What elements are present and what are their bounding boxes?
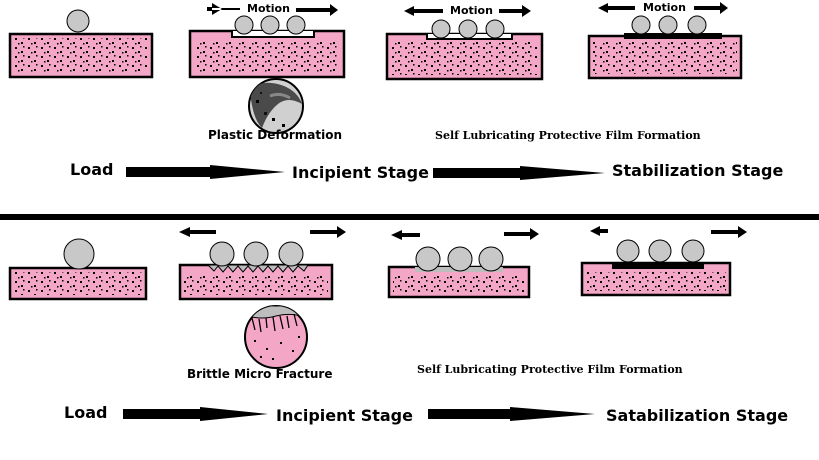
ball [243, 241, 269, 267]
substrate-block [8, 32, 154, 79]
bottom-stage-4 [580, 226, 747, 297]
motion-arrow-right [296, 4, 338, 16]
ball [681, 239, 705, 263]
top-load-label: Load [70, 160, 114, 179]
flow-arrow [433, 166, 605, 180]
top-incipient-label: Incipient Stage [292, 163, 429, 182]
plastic-deformation-caption: Plastic Deformation [208, 128, 343, 142]
ball [278, 241, 304, 267]
fracture-zone [206, 264, 309, 273]
substrate-block [385, 32, 544, 81]
motion-arrow-left [207, 3, 240, 15]
protective-film [624, 33, 722, 39]
motion-arrow-left [590, 226, 608, 236]
substrate-block [178, 263, 334, 301]
plastic-deformation-inset [248, 78, 304, 134]
ball [648, 239, 672, 263]
ball [631, 15, 651, 35]
motion-arrow-right [310, 226, 346, 238]
ball [658, 15, 678, 35]
flow-arrow [126, 165, 285, 179]
substrate-block [8, 266, 148, 301]
top-stage-1 [8, 9, 154, 79]
bottom-stabilization-label: Satabilization Stage [606, 406, 789, 425]
bottom-stage-3 [387, 228, 539, 299]
flow-arrow [428, 407, 595, 421]
protective-film [612, 262, 704, 269]
top-stabilization-label: Stabilization Stage [612, 161, 784, 180]
ball [415, 246, 441, 272]
ball [478, 246, 504, 272]
motion-arrow-right [694, 2, 728, 14]
top-film-caption: Self Lubricating Protective Film Formati… [435, 129, 701, 142]
groove-outline [231, 31, 315, 38]
ball [209, 241, 235, 267]
ball [616, 239, 640, 263]
motion-arrow-right [711, 226, 747, 238]
ball [66, 9, 90, 33]
motion-arrow-left [179, 227, 216, 237]
brittle-fracture-caption: Brittle Micro Fracture [187, 367, 333, 381]
ball [447, 246, 473, 272]
motion-arrow-left [404, 6, 443, 16]
ball [234, 15, 254, 35]
motion-label: Motion [247, 2, 290, 15]
motion-label: Motion [450, 4, 493, 17]
brittle-fracture-inset [244, 305, 308, 369]
section-divider [0, 214, 819, 220]
ball [286, 15, 306, 35]
motion-label: Motion [643, 1, 686, 14]
bottom-incipient-label: Incipient Stage [276, 406, 413, 425]
ball [485, 19, 505, 39]
ball [687, 15, 707, 35]
ball [63, 238, 95, 270]
bottom-film-caption: Self Lubricating Protective Film Formati… [417, 363, 683, 376]
motion-arrow-right [499, 5, 531, 17]
motion-arrow-left [391, 230, 420, 240]
ball [458, 19, 478, 39]
bottom-stage-1 [8, 238, 148, 301]
motion-arrow-right [504, 228, 539, 240]
bottom-stage-2 [178, 226, 346, 301]
ball [260, 15, 280, 35]
bottom-load-label: Load [64, 403, 108, 422]
motion-arrow-left [598, 3, 635, 13]
groove-outline [426, 34, 513, 40]
substrate-block [587, 34, 743, 80]
ball [431, 19, 451, 39]
flow-arrow [123, 407, 268, 421]
